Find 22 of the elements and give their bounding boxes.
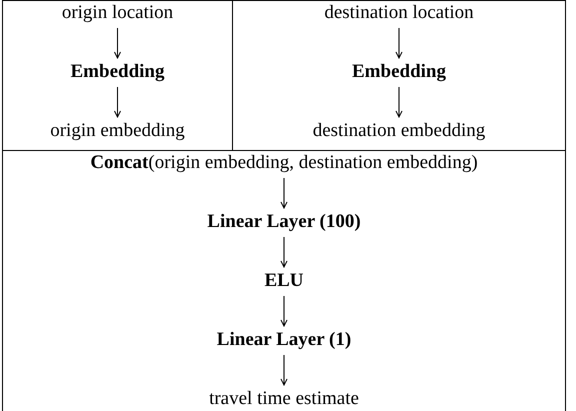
node-label: destination location [324,2,474,24]
node-label: ELU [264,270,304,292]
arrow [114,86,121,118]
table-cell-box [2,150,566,411]
node-label: destination embedding [312,120,486,142]
arrow [114,28,121,58]
node-label: Linear Layer (1) [216,329,352,351]
table-cell-box [232,0,566,151]
node-label: Concat(origin embedding, destination embedding) [90,152,478,174]
node-label: travel time estimate [209,388,359,410]
arrow [280,236,288,268]
arrow [280,296,288,326]
node-label: Linear Layer (100) [207,211,361,233]
node-label: Embedding [70,61,164,83]
node-label: Embedding [352,61,446,83]
arrow [280,178,288,208]
arrow [396,86,402,118]
node-label: origin location [62,2,174,24]
arrow [396,28,402,58]
node-label: origin embedding [50,120,185,142]
arrow [280,354,288,386]
table-cell-box [2,0,233,151]
